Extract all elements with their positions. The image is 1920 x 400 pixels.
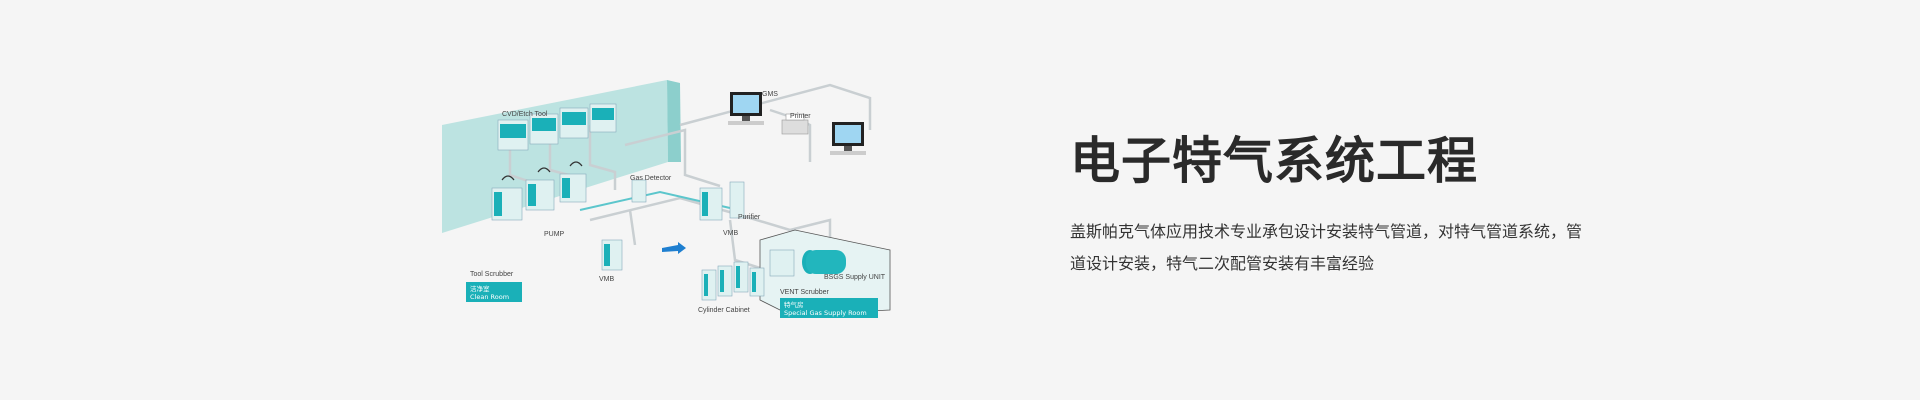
- label-pump: PUMP: [544, 231, 565, 238]
- label-vent-scrubber: VENT Scrubber: [780, 289, 830, 296]
- clean-room-badge: [466, 282, 522, 302]
- cylinder-cabinet-group: [701, 261, 765, 301]
- gms-computer: [728, 92, 764, 125]
- label-gas-room-cn: 特气房: [784, 300, 804, 309]
- operator-computer: [830, 122, 866, 155]
- diagram-svg: CVD/Etch Tool GMS Printer Gas Detector P…: [442, 80, 891, 318]
- gas-room-badge: [780, 298, 878, 318]
- hero-title: 电子特气系统工程: [1070, 132, 1478, 190]
- label-printer: Printer: [790, 113, 811, 120]
- label-gas-detector: Gas Detector: [630, 175, 672, 182]
- label-gms: GMS: [762, 91, 778, 98]
- gas-detector-unit: [631, 179, 647, 203]
- vent-scrubber-unit: [769, 249, 795, 277]
- label-vmb-center: VMB: [723, 230, 739, 237]
- printer-device: [781, 113, 809, 135]
- label-bsgs: BSGS Supply UNIT: [824, 274, 886, 281]
- label-cylinder-cabinet: Cylinder Cabinet: [698, 307, 750, 314]
- cvd-tool-group: [497, 103, 617, 151]
- bsgs-cylinder: [806, 250, 846, 274]
- gas-system-diagram: CVD/Etch Tool GMS Printer Gas Detector P…: [430, 70, 900, 330]
- label-gas-room-en: Special Gas Supply Room: [784, 309, 867, 317]
- clean-room-wall-edge: [667, 80, 681, 162]
- flow-arrow: [662, 242, 686, 254]
- label-vmb-left: VMB: [599, 276, 615, 283]
- hero-description: 盖斯帕克气体应用技术专业承包设计安装特气管道，对特气管道系统，管道设计安装，特气…: [1070, 222, 1583, 273]
- label-tool-scrubber: Tool Scrubber: [470, 271, 514, 278]
- label-clean-room-en: Clean Room: [470, 293, 509, 301]
- label-cvd-tool: CVD/Etch Tool: [502, 111, 548, 118]
- hero-text: 电子特气系统工程 盖斯帕克气体应用技术专业承包设计安装特气管道，对特气管道系统，…: [1070, 128, 1590, 280]
- pump-group: [491, 161, 587, 221]
- purifier-unit: [729, 181, 745, 219]
- label-purifier: Purifier: [738, 214, 761, 221]
- label-clean-room-cn: 洁净室: [470, 284, 490, 293]
